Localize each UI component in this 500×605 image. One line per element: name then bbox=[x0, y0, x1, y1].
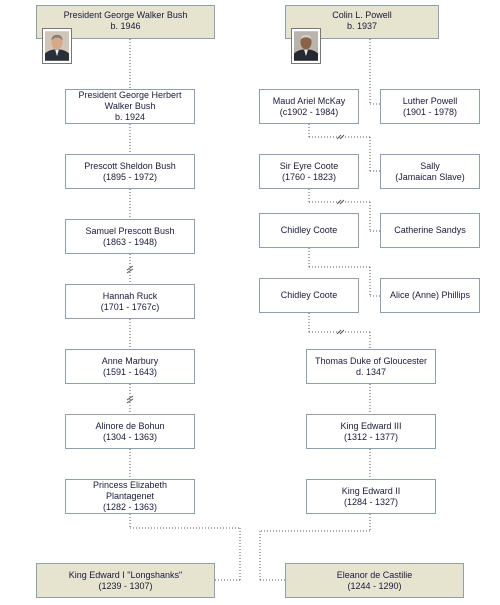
bush-name: President George Walker Bush bbox=[63, 10, 188, 20]
powell-ancestor-card: King Edward II (1284 - 1327) bbox=[306, 479, 436, 514]
person-name: Chidley Coote bbox=[280, 225, 338, 235]
person-name: King Edward III bbox=[340, 420, 402, 431]
spouse-card: Catherine Sandys bbox=[380, 213, 480, 248]
person-name: Chidley Coote bbox=[280, 290, 338, 300]
person-name: Eleanor de Castilie bbox=[336, 569, 413, 580]
person-name: President George Herbert bbox=[78, 90, 182, 100]
person-dates: (1760 - 1823) bbox=[281, 171, 337, 182]
person-dates: (1901 - 1978) bbox=[402, 106, 458, 117]
powell-name: Colin L. Powell bbox=[332, 10, 392, 20]
spouse-card: Alice (Anne) Phillips bbox=[380, 278, 480, 313]
bush-ancestor-card: President George Herbert Walker Bush b. … bbox=[65, 89, 195, 124]
person-name: Thomas Duke of Gloucester bbox=[314, 355, 428, 366]
bush-ancestor-card: Hannah Ruck (1701 - 1767c) bbox=[65, 284, 195, 319]
powell-ancestor-card: Maud Ariel McKay (c1902 - 1984) bbox=[259, 89, 359, 124]
person-name: Princess Elizabeth bbox=[92, 480, 168, 490]
person-dates: (1282 - 1363) bbox=[102, 502, 158, 512]
powell-born: b. 1937 bbox=[346, 21, 378, 31]
bush-born: b. 1946 bbox=[110, 21, 141, 31]
person-note: (Jamaican Slave) bbox=[395, 171, 465, 182]
person-name-cont: Plantagenet bbox=[105, 491, 155, 501]
spouse-card: Sally (Jamaican Slave) bbox=[380, 154, 480, 189]
person-dates: (c1902 - 1984) bbox=[279, 106, 339, 117]
person-name: Luther Powell bbox=[402, 95, 458, 106]
powell-ancestor-card: Thomas Duke of Gloucester d. 1347 bbox=[306, 349, 436, 384]
person-dates: (1284 - 1327) bbox=[343, 496, 399, 507]
powell-ancestor-card: Sir Eyre Coote (1760 - 1823) bbox=[259, 154, 359, 189]
person-dates: b. 1924 bbox=[114, 112, 146, 122]
powell-ancestor-card: King Edward III (1312 - 1377) bbox=[306, 414, 436, 449]
powell-portrait-icon bbox=[291, 28, 321, 64]
bush-ancestor-card: Princess Elizabeth Plantagenet (1282 - 1… bbox=[65, 479, 195, 514]
person-name: Maud Ariel McKay bbox=[272, 95, 346, 106]
spouse-card: Luther Powell (1901 - 1978) bbox=[380, 89, 480, 124]
person-dates: (1304 - 1363) bbox=[102, 431, 158, 442]
person-dates: d. 1347 bbox=[355, 366, 387, 377]
person-name: Prescott Sheldon Bush bbox=[84, 160, 176, 171]
person-dates: (1863 - 1948) bbox=[102, 236, 158, 247]
person-dates: (1312 - 1377) bbox=[343, 431, 399, 442]
person-name: Alice (Anne) Phillips bbox=[389, 290, 471, 300]
powell-ancestor-card: Chidley Coote bbox=[259, 278, 359, 313]
person-name: Samuel Prescott Bush bbox=[85, 225, 175, 236]
person-dates: (1244 - 1290) bbox=[347, 580, 402, 591]
person-dates: (1701 - 1767c) bbox=[100, 301, 160, 312]
bush-ancestor-card: Prescott Sheldon Bush (1895 - 1972) bbox=[65, 154, 195, 189]
person-dates: (1591 - 1643) bbox=[102, 366, 158, 377]
bush-ancestor-card: Anne Marbury (1591 - 1643) bbox=[65, 349, 195, 384]
person-name: Alinore de Bohun bbox=[95, 420, 165, 431]
bush-ancestor-card: Alinore de Bohun (1304 - 1363) bbox=[65, 414, 195, 449]
person-name: Sally bbox=[420, 160, 440, 171]
person-name: King Edward II bbox=[341, 485, 401, 496]
person-name: Anne Marbury bbox=[101, 355, 159, 366]
bush-portrait-icon bbox=[42, 28, 72, 64]
person-name: Sir Eyre Coote bbox=[279, 160, 339, 171]
common-ancestor-queen: Eleanor de Castilie (1244 - 1290) bbox=[285, 563, 464, 598]
powell-ancestor-card: Chidley Coote bbox=[259, 213, 359, 248]
bush-ancestor-card: Samuel Prescott Bush (1863 - 1948) bbox=[65, 219, 195, 254]
person-name: King Edward I "Longshanks" bbox=[68, 569, 183, 580]
person-dates: (1895 - 1972) bbox=[102, 171, 158, 182]
person-name: Catherine Sandys bbox=[394, 225, 466, 235]
person-name: Hannah Ruck bbox=[102, 290, 158, 301]
common-ancestor-king: King Edward I "Longshanks" (1239 - 1307) bbox=[36, 563, 215, 598]
person-name-cont: Walker Bush bbox=[104, 101, 156, 111]
person-dates: (1239 - 1307) bbox=[98, 580, 153, 591]
